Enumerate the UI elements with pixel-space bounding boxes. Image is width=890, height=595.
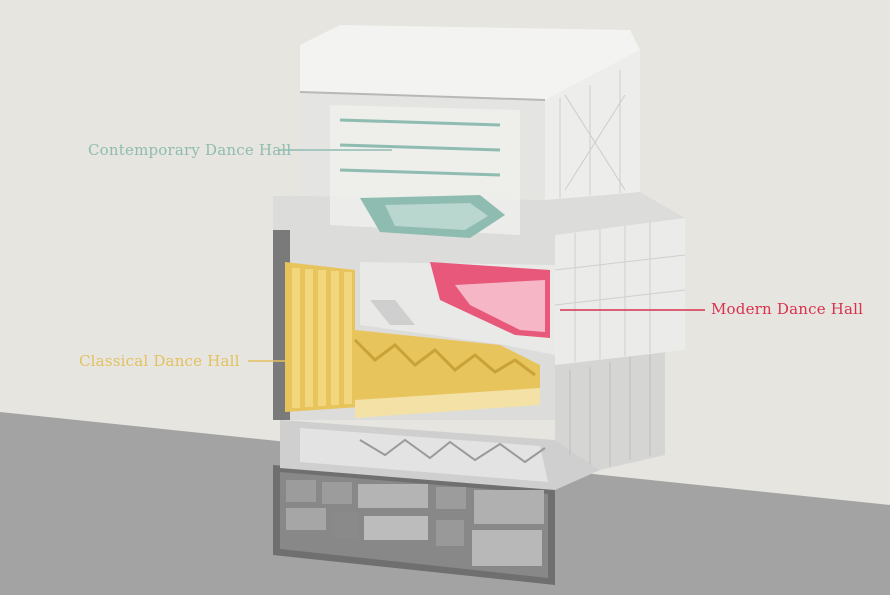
modern-hall — [360, 262, 555, 355]
lower-tower — [555, 345, 665, 470]
contemporary-dance-hall-label: Contemporary Dance Hall — [88, 141, 292, 159]
contemporary-hall — [330, 105, 520, 238]
classical-dance-hall-label: Classical Dance Hall — [79, 352, 240, 370]
modern-dance-hall-label: Modern Dance Hall — [711, 300, 864, 318]
classical-hall — [285, 262, 540, 418]
basement-levels — [273, 465, 555, 585]
lobby-level — [280, 420, 600, 490]
